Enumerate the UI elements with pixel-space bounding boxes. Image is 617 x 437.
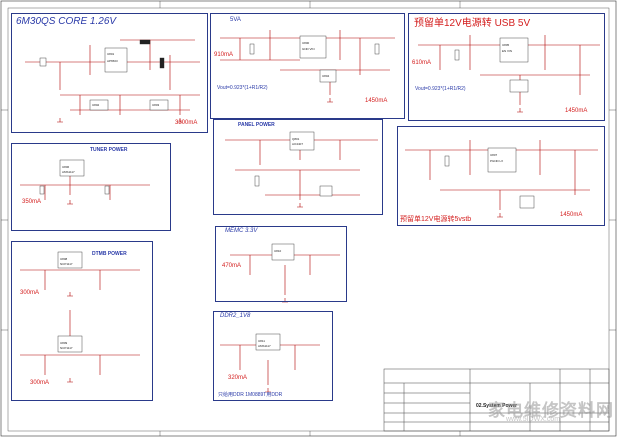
dtmb-power-block [11, 241, 153, 401]
svg-text:U803: U803 [152, 103, 160, 107]
memc-block-title: MEMC 3.3V [225, 228, 258, 234]
usb-current-bottom: 1450mA [565, 108, 588, 114]
ddr2-note: 只给用DDR 1M0889T用DDR [218, 392, 283, 398]
svg-text:Q801: Q801 [292, 137, 300, 141]
5va-block-title: 5VA [230, 17, 241, 23]
svg-text:PGND LX: PGND LX [490, 159, 503, 163]
5va-current-bottom: 1450mA [365, 98, 388, 104]
usb-5v-power-block [408, 13, 605, 121]
5va-formula: Vout=0.923*(1+R1/R2) [217, 85, 268, 91]
sheet-name: 02.System Power [476, 403, 518, 409]
tuner-power-block [11, 143, 171, 231]
svg-text:U800: U800 [302, 41, 310, 45]
svg-text:U808: U808 [60, 257, 68, 261]
memc-current-label: 470mA [222, 263, 242, 269]
core-current-label: 3300mA [175, 120, 198, 126]
svg-text:GND VIN: GND VIN [302, 47, 315, 51]
svg-text:NCP1117: NCP1117 [60, 346, 73, 350]
dtmb-block-title: DTMB POWER [92, 251, 127, 257]
stb-power-block [397, 126, 605, 226]
tuner-current-label: 350mA [22, 199, 42, 205]
watermark-text: 家电维修资料网 [488, 401, 614, 420]
svg-text:U809: U809 [60, 341, 68, 345]
5va-power-block [210, 13, 405, 119]
svg-text:U805: U805 [502, 43, 510, 47]
core-power-block [11, 13, 208, 133]
stb-current-label: 1450mA [560, 212, 583, 218]
dtmb-current-top: 300mA [20, 290, 40, 296]
svg-text:AMS1117: AMS1117 [62, 170, 75, 174]
svg-text:U807: U807 [490, 153, 498, 157]
memc-power-block [215, 226, 347, 302]
watermark-url: www.5IDWX.com [506, 416, 561, 423]
usb-block-title: 预留单12V电源转 USB 5V [414, 18, 531, 29]
ddr2-current-label: 320mA [228, 375, 248, 381]
svg-text:AP6503: AP6503 [107, 59, 118, 63]
svg-text:U802: U802 [92, 103, 100, 107]
svg-text:NCP1117: NCP1117 [60, 262, 73, 266]
stb-block-title: 预留单12V电源转5vstb [400, 216, 472, 223]
panel-block-title: PANEL POWER [238, 122, 275, 128]
usb-formula: Vout=0.923*(1+R1/R2) [415, 86, 466, 92]
usb-current-top: 610mA [412, 60, 432, 66]
dtmb-current-bottom: 300mA [30, 380, 50, 386]
ddr2-power-block [213, 311, 333, 401]
ddr2-block-title: DDR2_1V8 [220, 313, 251, 319]
svg-text:U806: U806 [62, 165, 70, 169]
panel-power-block [213, 119, 383, 215]
svg-text:EN VIN: EN VIN [502, 49, 512, 53]
svg-text:AMS1117: AMS1117 [258, 344, 271, 348]
svg-text:AO4407: AO4407 [292, 142, 303, 146]
5va-current-top: 910mA [214, 52, 234, 58]
tuner-block-title: TUNER POWER [90, 147, 128, 153]
svg-text:U811: U811 [258, 339, 265, 343]
svg-text:U810: U810 [274, 249, 282, 253]
svg-text:U801: U801 [107, 52, 115, 56]
svg-text:U804: U804 [322, 74, 330, 78]
core-block-title: 6M30QS CORE 1.26V [16, 16, 117, 27]
